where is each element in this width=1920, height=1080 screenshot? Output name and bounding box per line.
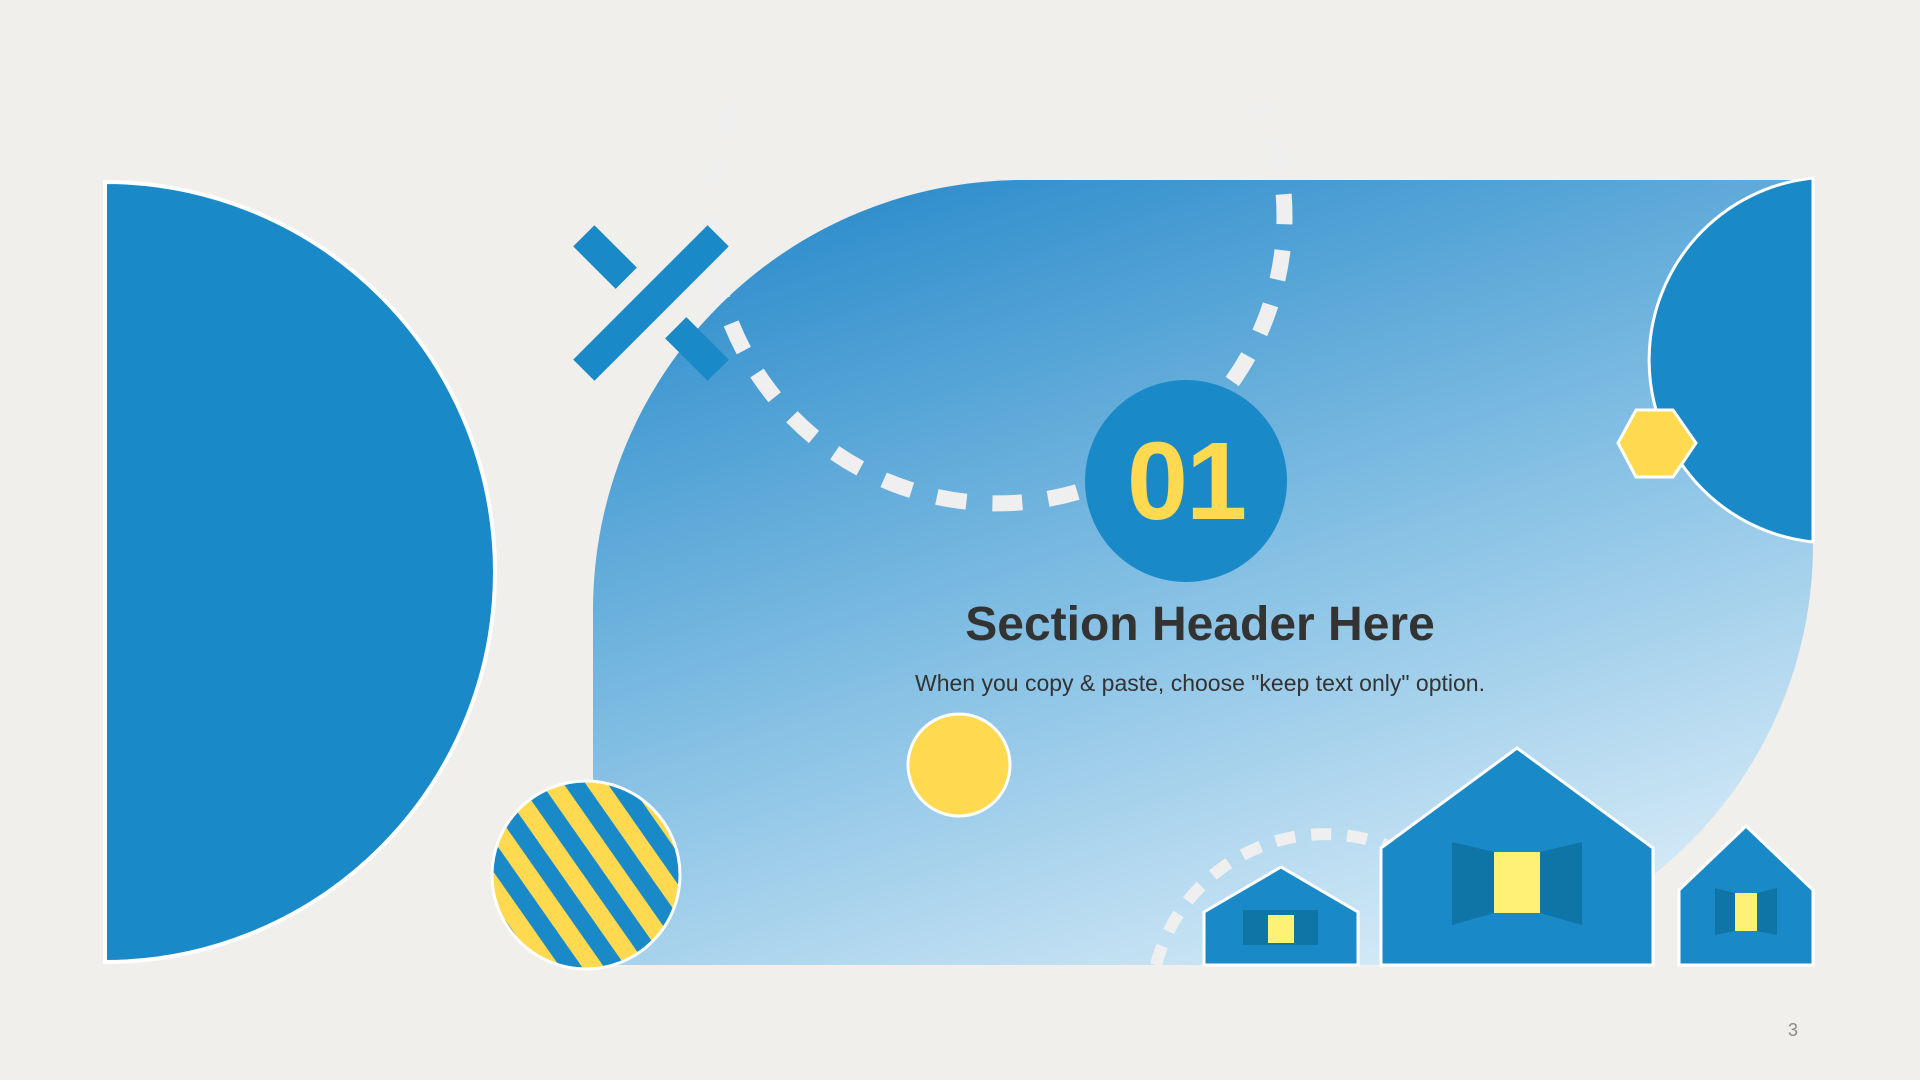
dashed-arc-top bbox=[702, 101, 1293, 512]
striped-circle-icon bbox=[490, 779, 682, 971]
page-number: 3 bbox=[1787, 1020, 1798, 1040]
left-half-circle bbox=[103, 179, 497, 965]
house-icon bbox=[1379, 746, 1655, 967]
section-title[interactable]: Section Header Here bbox=[965, 598, 1435, 651]
x-cross-icon bbox=[573, 225, 729, 381]
dashed-arc-bottom bbox=[1150, 828, 1389, 967]
circle-icon bbox=[906, 712, 1012, 818]
hexagon-icon bbox=[1616, 408, 1698, 479]
section-number: 01 bbox=[1126, 419, 1247, 543]
house-icon bbox=[1202, 865, 1360, 967]
section-subtitle[interactable]: When you copy & paste, choose "keep text… bbox=[915, 670, 1485, 696]
house-icon bbox=[1677, 823, 1815, 967]
section-number-circle bbox=[1085, 380, 1287, 582]
